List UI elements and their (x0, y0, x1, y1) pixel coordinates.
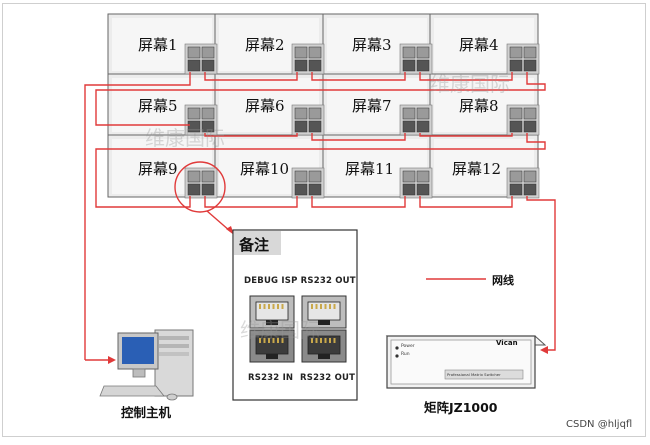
matrix-subtitle: Professional Matrix Switcher (447, 372, 501, 377)
screen-port-block (291, 167, 325, 199)
screen-port-block (399, 167, 433, 199)
screen-port-block (291, 104, 325, 136)
host-caption: 控制主机 (121, 405, 172, 420)
host-computer (99, 329, 194, 401)
note-label-rs232-in: RS232 IN (248, 373, 294, 383)
note-top-labels: DEBUG ISP RS232 OUT (244, 276, 356, 286)
screen-label-8: 屏幕8 (459, 97, 499, 115)
screen-label-5: 屏幕5 (138, 97, 178, 115)
credit-text: CSDN @hljqfl (566, 419, 633, 430)
note-panel (232, 229, 358, 401)
matrix-switcher (385, 335, 547, 389)
screen-port-block (184, 43, 218, 75)
screen-port-block (399, 104, 433, 136)
matrix-run-label: Run (401, 352, 410, 357)
rj45-port-group (184, 43, 540, 199)
screen-label-3: 屏幕3 (352, 36, 392, 54)
screen-label-9: 屏幕9 (138, 160, 178, 178)
screen-label-7: 屏幕7 (352, 97, 392, 115)
screen-port-block (399, 43, 433, 75)
arrow-head (540, 346, 548, 354)
rj45-jack (249, 295, 295, 329)
note-label-rs232-out: RS232 OUT (300, 373, 356, 383)
matrix-brand: Vican (496, 339, 518, 347)
screen-label-11: 屏幕11 (345, 160, 395, 178)
screen-port-block (184, 104, 218, 136)
screen-port-block (291, 43, 325, 75)
screen-port-block (184, 167, 218, 199)
screen-label-12: 屏幕12 (452, 160, 502, 178)
screen-port-block (506, 43, 540, 75)
callout (174, 161, 234, 235)
screen-port-block (506, 167, 540, 199)
rj45-jack (301, 295, 347, 329)
screen-label-10: 屏幕10 (240, 160, 290, 178)
screen-label-6: 屏幕6 (245, 97, 285, 115)
network-cables (84, 72, 556, 361)
screen-label-1: 屏幕1 (138, 36, 178, 54)
screen-label-4: 屏幕4 (459, 36, 499, 54)
note-title: 备注 (239, 236, 270, 254)
arrow-head (108, 356, 116, 364)
matrix-power-label: Power (401, 344, 415, 349)
rj45-jack (249, 329, 295, 363)
rj45-jack (301, 329, 347, 363)
screen-port-block (506, 104, 540, 136)
matrix-caption: 矩阵JZ1000 (424, 400, 498, 415)
screen-label-2: 屏幕2 (245, 36, 285, 54)
legend-label: 网线 (492, 274, 514, 287)
